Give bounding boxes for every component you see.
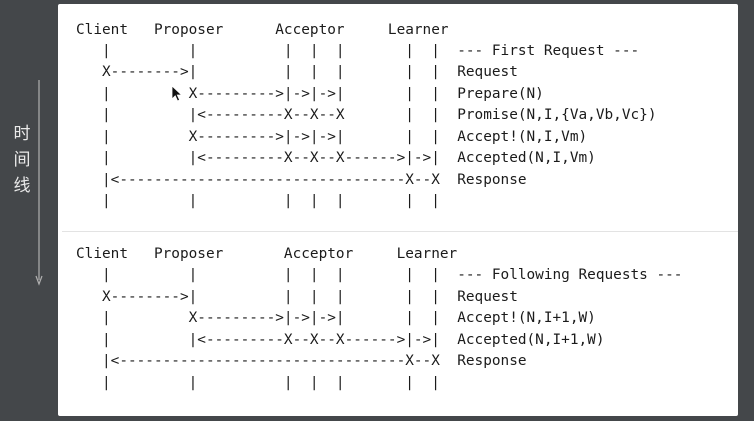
message-line: | X--------->|->|->| | | Accept!(N,I,Vm) bbox=[76, 129, 588, 145]
message-line: |<---------------------------------X--X … bbox=[76, 353, 527, 369]
message-line: |<---------------------------------X--X … bbox=[76, 172, 527, 188]
message-line: | | | | | | | --- Following Requests --- bbox=[76, 267, 683, 283]
participant-headers: Client Proposer Acceptor Learner bbox=[76, 246, 458, 262]
participant-headers: Client Proposer Acceptor Learner bbox=[76, 22, 449, 38]
timeline-char: 时 bbox=[13, 124, 31, 144]
timeline-arrow-icon bbox=[35, 80, 43, 286]
message-line: | | | | | | | --- First Request --- bbox=[76, 43, 640, 59]
message-line: | |<---------X--X--X | | Promise(N,I,{Va… bbox=[76, 107, 657, 123]
diagram-panel bbox=[58, 4, 738, 416]
message-line: X-------->| | | | | | Request bbox=[76, 64, 518, 80]
message-line: | | | | | | | bbox=[76, 375, 440, 391]
message-line: | X--------->|->|->| | | Prepare(N) bbox=[76, 86, 544, 102]
message-line: | X--------->|->|->| | | Accept!(N,I+1,W… bbox=[76, 310, 596, 326]
timeline-label: 时 间 线 bbox=[11, 121, 33, 199]
message-line: | |<---------X--X--X------>|->| Accepted… bbox=[76, 332, 605, 348]
timeline-char: 线 bbox=[13, 176, 31, 196]
section-divider bbox=[62, 231, 738, 232]
message-line: X-------->| | | | | | Request bbox=[76, 289, 518, 305]
message-line: | |<---------X--X--X------>|->| Accepted… bbox=[76, 150, 596, 166]
message-line: | | | | | | | bbox=[76, 193, 440, 209]
timeline-char: 间 bbox=[13, 150, 31, 170]
mouse-cursor-icon bbox=[171, 85, 183, 102]
